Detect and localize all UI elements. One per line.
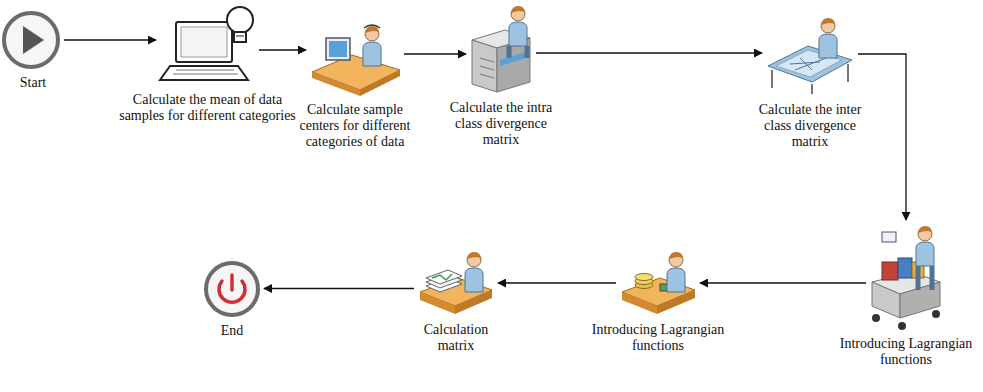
laptop-icon — [160, 7, 253, 80]
process-step: Calculate the mean of data samples for d… — [160, 6, 255, 86]
flow-arrow — [259, 49, 306, 50]
end-node: End — [204, 261, 260, 317]
flow-arrow — [858, 54, 906, 220]
step-label: Calculate the intra class divergence mat… — [443, 100, 559, 148]
cart-icon — [872, 226, 940, 330]
process-step: Introducing Lagrangian functions — [620, 250, 696, 316]
flow-arrow — [264, 288, 414, 289]
flow-arrow — [64, 39, 156, 40]
step-label: Calculate the inter class divergence mat… — [749, 102, 871, 150]
papers-desk-icon — [420, 252, 492, 314]
step-label: End — [202, 323, 262, 339]
step-label: Start — [3, 75, 63, 91]
flow-arrow — [498, 282, 616, 283]
desk-worker-icon — [312, 25, 400, 96]
process-step: Calculate sample centers for different c… — [310, 14, 400, 96]
process-step: Introducing Lagrangian functions — [870, 224, 942, 330]
step-label: Introducing Lagrangian functions — [836, 336, 976, 368]
copier-icon — [472, 6, 530, 92]
coins-desk-icon — [622, 252, 695, 314]
step-label: Calculate sample centers for different c… — [293, 102, 417, 150]
flow-arrow — [700, 282, 866, 283]
drafting-table-icon — [768, 18, 852, 94]
flow-arrow — [404, 53, 466, 54]
process-step: Calculation matrix — [418, 250, 494, 316]
step-label: Introducing Lagrangian functions — [588, 322, 728, 354]
start-node: Start — [2, 11, 60, 69]
process-step: Calculate the inter class divergence mat… — [766, 12, 854, 96]
start-icon — [4, 13, 58, 67]
step-label: Calculate the mean of data samples for d… — [113, 92, 303, 124]
end-icon — [206, 263, 258, 315]
flow-arrow — [536, 52, 762, 53]
process-step: Calculate the intra class divergence mat… — [470, 8, 532, 94]
step-label: Calculation matrix — [408, 322, 504, 354]
